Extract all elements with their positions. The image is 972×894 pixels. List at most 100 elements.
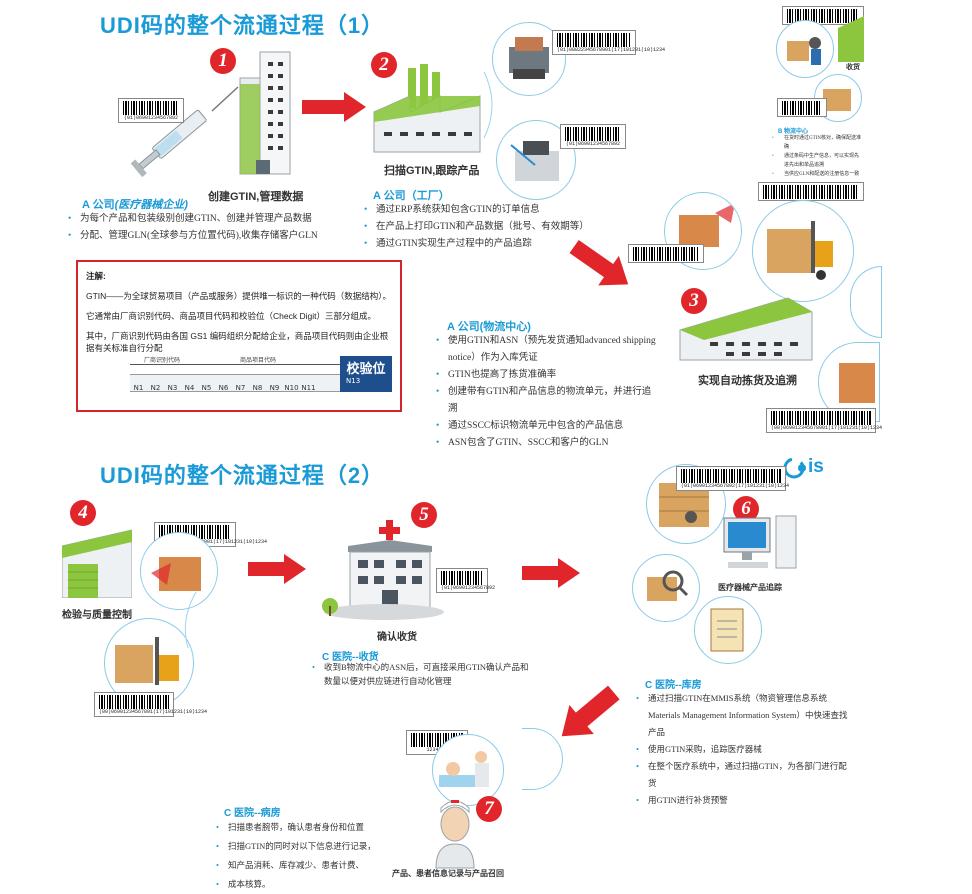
b-side-caption: 收货 [846,64,860,71]
step6-heading: C 医院--库房 [645,680,702,691]
list-item: 通过条码中生产信息，可以实现先进先出和单品追溯 [772,152,862,170]
step-number-2: 2 [371,52,397,78]
step1-list: 为每个产品和包装级别创建GTIN、创建并管理产品数据 分配、管理GLN(全球参与… [68,211,358,245]
digit: N2 [150,384,161,392]
digit: N11 [301,384,316,392]
barcode-step4-bottom: (00)06901234567891(17)101231(10)1234 [94,692,207,717]
list-item: 在货时通过GTIN核对，确保配送准确 [772,134,862,152]
flow-arrow-right-1 [300,90,370,128]
warehouse-fragment [838,12,864,62]
list-item: 收到B物流中心的ASN后，可直接采用GTIN确认产品和数量以便对供应链进行自动化… [312,660,532,688]
step3-heading: A 公司(物流中心) [447,321,531,333]
list-item: 通过SSCC标识物流单元中包含的产品信息 [436,418,658,435]
list-item: 为每个产品和包装级别创建GTIN、创建并管理产品数据 [68,211,358,228]
digit: N4 [184,384,195,392]
logo: is [782,456,842,482]
digit: N1 [133,384,144,392]
list-item: 用GTIN进行补货预警 [636,792,854,809]
barcode-step2-top: (01)08822345678901(17)101231(10)1234 [552,30,665,55]
step5-caption: 确认收货 [377,632,417,643]
circle-parcels [140,532,218,610]
step3-list: 使用GTIN和ASN（预先发货通知advanced shipping notic… [436,333,658,452]
circle-patient [432,734,504,806]
step-number-4: 4 [70,500,96,526]
list-item: 扫描GTIN的同时对以下信息进行记录， [216,837,386,856]
b-label: B 物流中心 [778,129,809,135]
connector-line [482,70,502,144]
note-line3: 其中，厂商识别代码由各国 GS1 编码组织分配给企业，商品项目代码则由企业根据有… [86,331,389,353]
barcode-step6: (01)06901234567892(17)101231(10)1234 [676,466,789,491]
step6-caption: 医疗器械产品追踪 [718,583,782,592]
title-part2: UDI码的整个流通过程（2） [100,463,385,488]
barcode-step3: (00)069012345678901(17)101231(10)1234 [766,408,882,433]
step-number-3: 3 [681,288,707,314]
step4-caption: 检验与质量控制 [62,610,132,621]
connector-line-2 [178,590,198,654]
step6-list: 通过扫描GTIN在MMIS系统（物资管理信息系统Materials Manage… [636,690,854,809]
digit: N7 [235,384,246,392]
list-item: 知产品消耗、库存减少、患者计费、 [216,856,386,875]
factory-illustration [370,62,485,157]
digit: N3 [167,384,178,392]
note-line2: 它通常由厂商识别代码、商品项目代码和校验位（Check Digit）三部分组成。 [86,311,376,321]
flow-arrow-diag-1 [566,238,638,298]
step-number-7: 7 [476,796,502,822]
step2-caption: 扫描GTIN,跟踪产品 [384,165,480,177]
digit: N5 [201,384,212,392]
barcode-b-mid [777,98,827,117]
warehouse-small-illustration [61,528,133,599]
list-item: 成本核算。 [216,875,386,894]
title-part1: UDI码的整个流通过程（1） [100,13,385,38]
list-item: 通过GTIN实现生产过程中的产品追踪 [364,236,604,253]
list-item: ASN包含了GTIN、SSCC和客户的GLN [436,435,658,452]
step5-heading: C 医院--收货 [322,652,379,663]
gtin-note-box: 注解: GTIN——为全球贸易项目（产品或服务）提供唯一标识的一种代码（数据结构… [76,260,402,412]
list-item: 使用GTIN和ASN（预先发货通知advanced shipping notic… [436,333,658,367]
digit: N8 [252,384,263,392]
step5-list: 收到B物流中心的ASN后，可直接采用GTIN确认产品和数量以便对供应链进行自动化… [312,660,532,688]
step-number-1: 1 [210,48,236,74]
nurse-icon [430,790,480,870]
digit: N6 [218,384,229,392]
circle-edge [850,266,882,338]
note-line1: GTIN——为全球贸易项目（产品或服务）提供唯一标识的一种代码（数据结构）。 [86,291,392,301]
circle-receiving [776,20,834,78]
warehouse-illustration [676,290,816,364]
step3-caption: 实现自动拣货及追溯 [698,375,797,387]
list-item: 分配、管理GLN(全球参与方位置代码),收集存储客户GLN [68,228,358,245]
barcode-step2-mid: (01)06901234567892 [560,124,626,149]
step1-heading: A 公司(医疗器械企业) [82,199,188,211]
circle-clipboard [694,596,762,664]
step-number-5: 5 [411,502,437,528]
list-item: 通过扫描GTIN在MMIS系统（物资管理信息系统Materials Manage… [636,690,854,741]
list-item: 当供应GLN和配送的注册信息一致 [772,170,862,179]
list-item: 在整个医疗系统中，通过扫描GTIN，为各部门进行配货 [636,758,854,792]
digit: N10 [284,384,299,392]
flow-arrow-diag-2 [550,684,624,750]
step7-list: 扫描患者腕带，确认患者身份和位置 扫描GTIN的同时对以下信息进行记录， 知产品… [216,818,386,894]
step7-heading: C 医院--病房 [224,808,281,819]
step7-caption: 产品、患者信息记录与产品召回 [392,869,504,878]
flow-arrow-right-3 [520,556,582,594]
note-heading: 注解: [86,271,106,281]
flow-arrow-right-2 [246,552,308,590]
barcode-step1: (01)06901234567892 [118,98,184,123]
label-manufacturer: 厂商识别代码 [144,358,181,364]
list-item: 创建带有GTIN和产品信息的物流单元，并进行追溯 [436,384,658,418]
check-digit-box: 校验位 N13 [340,356,392,392]
barcode-b-sscc [758,182,864,201]
list-item: 在产品上打印GTIN和产品数据（批号、有效期等） [364,219,604,236]
step1-caption: 创建GTIN,管理数据 [208,191,304,203]
barcode-step5: (01)06901234567892 [436,568,495,593]
list-item: 扫描患者腕带，确认患者身份和位置 [216,818,386,837]
label-item: 商品项目代码 [240,358,277,364]
circle-search [632,554,700,622]
step2-list: 通过ERP系统获知包含GTIN的订单信息 在产品上打印GTIN和产品数据（批号、… [364,202,604,253]
list-item: 通过ERP系统获知包含GTIN的订单信息 [364,202,604,219]
computer-illustration [722,512,800,574]
circle-forklift [752,200,854,302]
syringe-illustration [120,75,250,185]
barcode-step3-small [628,244,704,263]
